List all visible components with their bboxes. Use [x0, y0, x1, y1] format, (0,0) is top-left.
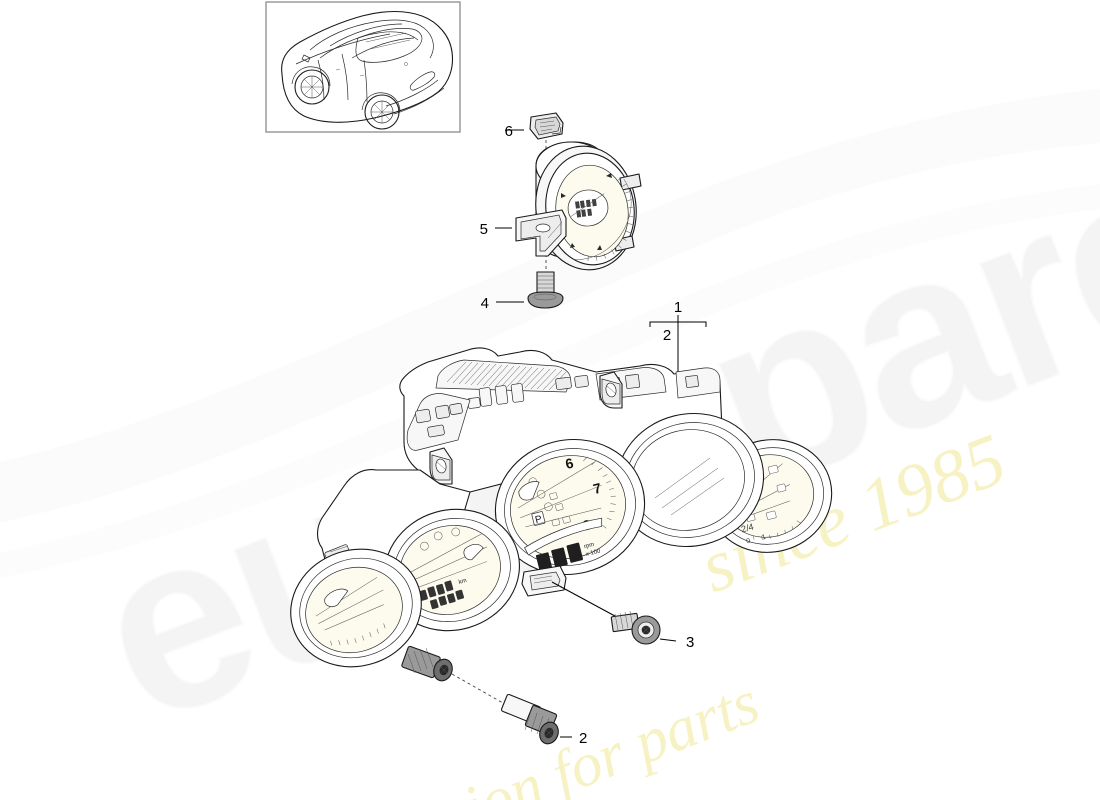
leftmost-gauge-ring — [290, 548, 422, 668]
svg-text:7: 7 — [592, 480, 604, 497]
svg-text:km: km — [458, 578, 467, 586]
svg-text:x 100: x 100 — [585, 548, 601, 558]
tachometer-dial: 6 7 8 P — [494, 438, 646, 597]
svg-text:rpm: rpm — [583, 542, 594, 550]
svg-text:1: 1 — [761, 534, 767, 542]
instrument-cluster-assembly: 90 2/4 0 1 — [290, 347, 833, 668]
svg-text:2/4: 2/4 — [740, 522, 755, 535]
speedometer-bezel — [615, 412, 765, 548]
pan-head-screw — [610, 610, 661, 645]
svg-text:P: P — [534, 514, 543, 526]
stud-bolt — [500, 693, 559, 745]
stud-bolt-upper — [401, 645, 453, 682]
cluster-mounting-lug-left — [429, 447, 453, 485]
clock-assembly-group: 6 — [480, 112, 642, 312]
vehicle-thumbnail — [265, 1, 461, 133]
callout-2-stud: 2 — [579, 730, 587, 747]
callout-1: 1 — [674, 299, 682, 316]
clock-mounting-bracket — [515, 209, 567, 257]
callout-2-cluster: 2 — [663, 327, 671, 344]
spring-nut-clip — [529, 112, 564, 140]
callout-4: 5 — [480, 221, 488, 238]
callout-6: 6 — [505, 123, 513, 140]
svg-text:6: 6 — [564, 455, 576, 472]
analog-clock — [535, 141, 642, 271]
callout-5: 4 — [481, 295, 489, 312]
clock-fixing-screw — [527, 271, 564, 309]
svg-text:0: 0 — [746, 538, 752, 546]
callout-3: 3 — [686, 634, 694, 651]
cluster-mounting-lug-right — [599, 371, 623, 409]
